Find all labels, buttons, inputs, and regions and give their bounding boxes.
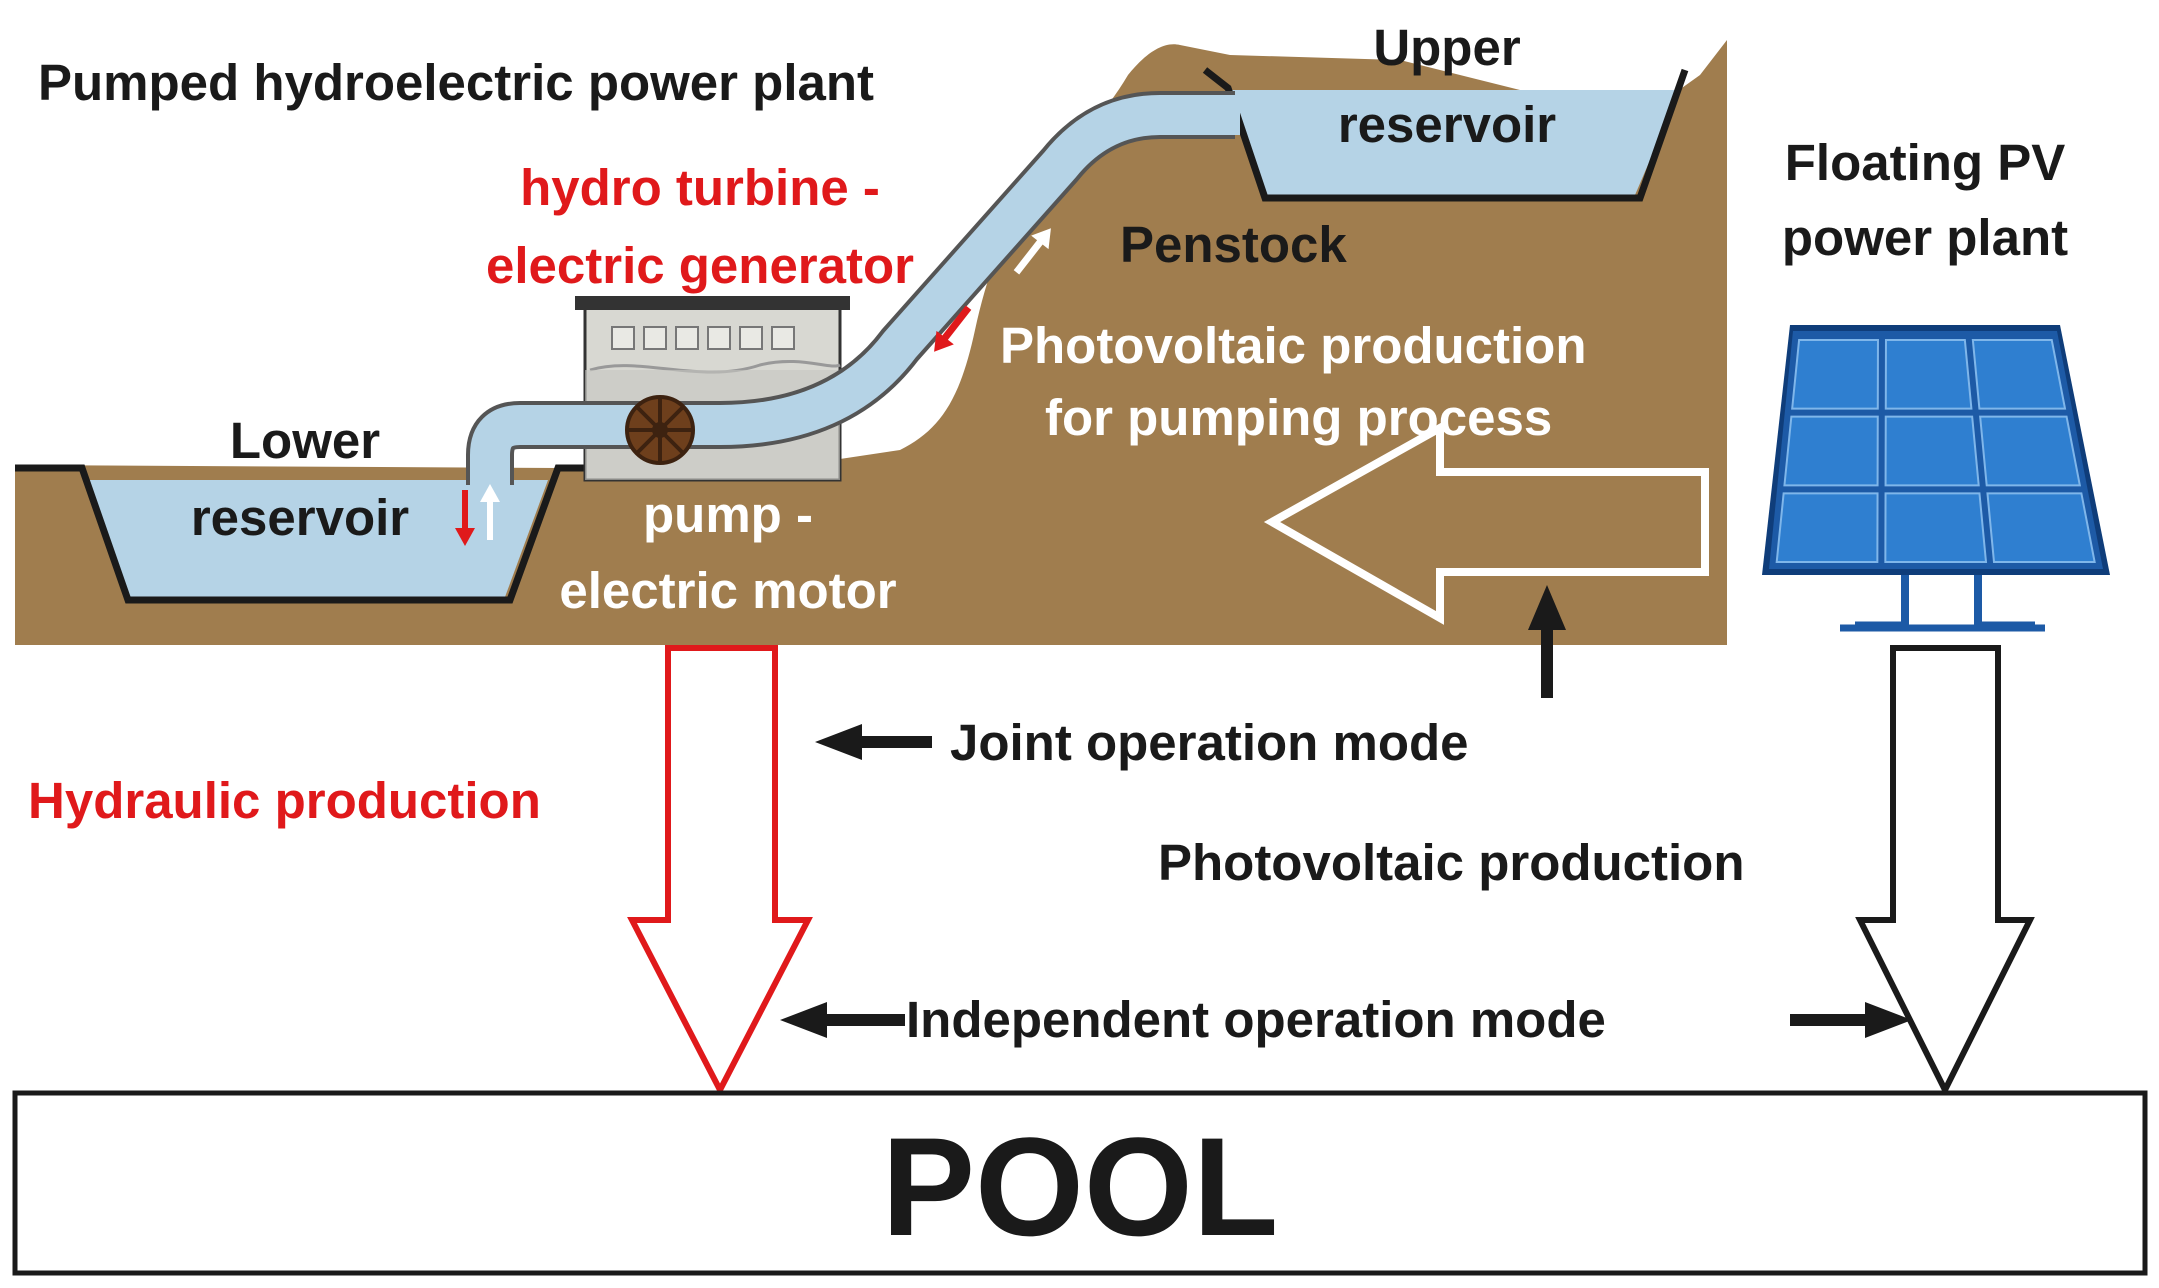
photovoltaic-production-label: Photovoltaic production [1158,834,1744,891]
lower-flow-up-arrow-icon [480,484,500,540]
turbine-label-line1: hydro turbine - [520,159,880,216]
joint-mode-up-pointer-icon [1528,585,1566,698]
hydraulic-production-label: Hydraulic production [28,772,541,829]
floating-pv-label-line2: power plant [1782,209,2068,266]
independent-mode-label: Independent operation mode [906,991,1606,1048]
lower-reservoir-water [88,480,548,597]
independent-mode-right-pointer-icon [1790,1002,1912,1038]
solar-cell [1979,415,2082,487]
pump-label-line2: electric motor [559,562,896,619]
pool-label: POOL [882,1108,1279,1265]
floating-pv-label-line1: Floating PV [1785,134,2066,191]
penstock-flow-up-arrow-icon [1013,228,1051,275]
solar-panel-icon [1762,325,2110,632]
lower-reservoir-basin [15,464,590,604]
lower-flow-down-arrow-icon [455,490,475,546]
solar-cell [1791,339,1879,410]
solar-cell [1884,415,1980,487]
pumped-plant-title: Pumped hydroelectric power plant [38,54,874,111]
pv-pumping-label-line1: Photovoltaic production [1000,317,1586,374]
joint-mode-label: Joint operation mode [950,714,1469,771]
joint-mode-left-pointer-icon [815,724,932,760]
upper-reservoir-label-line2: reservoir [1338,96,1556,153]
solar-cell [1971,339,2067,410]
lower-reservoir-label-line1: Lower [230,412,380,469]
upper-reservoir-label-line1: Upper [1373,19,1521,76]
solar-cell [1884,492,1988,563]
lower-reservoir-label-line2: reservoir [191,489,409,546]
hydraulic-production-arrow [627,645,813,1097]
pv-to-pumping-arrow [1263,421,1709,625]
solar-cell [1775,492,1879,563]
solar-cell [1884,339,1973,410]
pool-box [12,1090,2148,1276]
penstock-pipe-inner [470,95,1240,487]
solar-cell [1783,415,1879,487]
turbine-label-line2: electric generator [486,237,914,294]
pv-pumping-label-line2: for pumping process [1045,389,1552,446]
upper-reservoir-water [1225,90,1680,195]
photovoltaic-production-arrow [1855,645,2035,1097]
independent-mode-left-pointer-icon [780,1002,905,1038]
solar-cell [1986,492,2096,563]
penstock-flow-down-arrow-icon [934,305,972,352]
upper-reservoir-basin [1202,67,1689,202]
penstock-label: Penstock [1120,216,1347,273]
turbine-wheel-icon [625,395,695,465]
pump-label-line1: pump - [643,486,813,543]
